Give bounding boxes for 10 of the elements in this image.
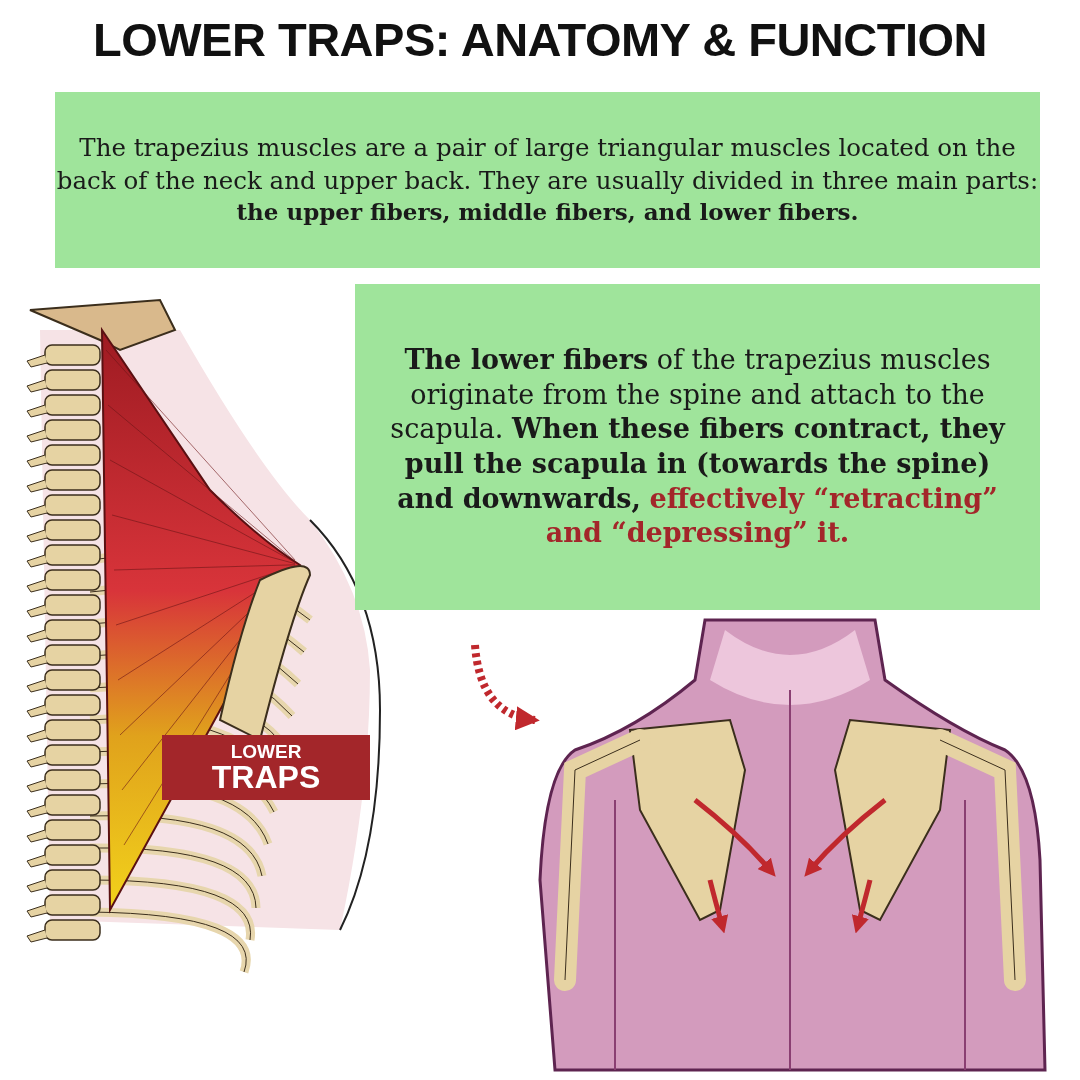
muscle-label-tag [162, 735, 370, 800]
info-panel [55, 92, 1040, 268]
tag-subtitle: LOWER [230, 742, 302, 761]
description-text: The lower fibers of the trapezius muscles originate from the spine and attach to the scapula. When these fibers contract, they pull the scapula in (towards the spine) and downwards, effectively “retracting” and “depressing” it. [389, 343, 1007, 551]
info-panel [355, 284, 1040, 610]
tag-title: TRAPS [211, 761, 321, 793]
intro-text: The trapezius muscles are a pair of large triangular muscles located on the back of the neck and upper back. They are usually divided in three main parts: [55, 132, 1040, 197]
page-title: LOWER TRAPS: ANATOMY & FUNCTION [92, 12, 988, 67]
emphasis-text: the upper fibers, middle fibers, and lower fibers. [236, 197, 859, 228]
dashed-arrow [471, 644, 540, 730]
